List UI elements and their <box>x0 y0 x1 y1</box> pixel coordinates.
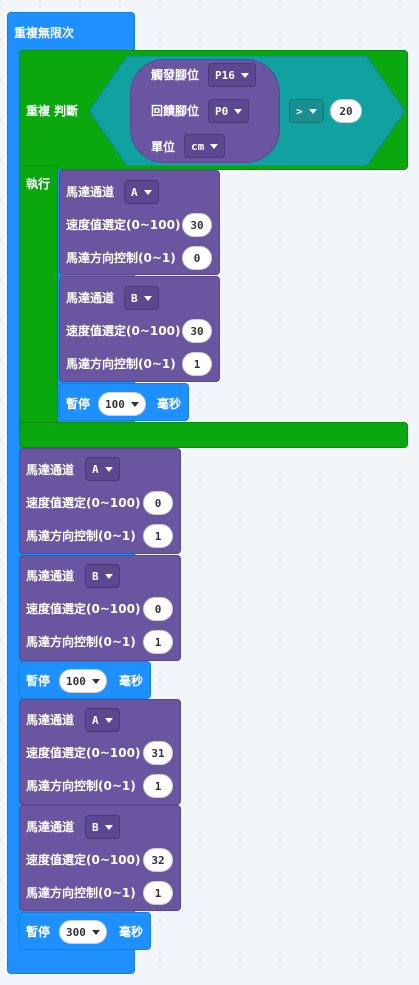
chevron-down-icon <box>91 929 100 935</box>
repeat-while-bottom <box>19 422 408 448</box>
channel-value: B <box>92 569 99 583</box>
repeat-while-label: 重複 判斷 <box>26 104 79 118</box>
forever-label: 重複無限次 <box>14 26 75 40</box>
speed-label: 速度值選定(0~100) <box>66 218 181 232</box>
echo-pin-dropdown[interactable]: P0 <box>208 99 250 123</box>
chevron-down-icon <box>308 108 317 114</box>
direction-label: 馬達方向控制(0~1) <box>26 635 136 649</box>
speed-label: 速度值選定(0~100) <box>26 746 141 760</box>
speed-input[interactable]: 0 <box>143 491 173 515</box>
channel-dropdown[interactable]: A <box>85 708 120 732</box>
motor-channel-label: 馬達通道 <box>66 291 115 305</box>
channel-value: A <box>131 185 138 199</box>
unit-dropdown[interactable]: cm <box>184 134 226 158</box>
chevron-down-icon <box>240 72 249 78</box>
pause-dropdown[interactable]: 300 <box>59 920 107 944</box>
pause-dropdown[interactable]: 100 <box>59 669 107 693</box>
trig-pin-dropdown[interactable]: P16 <box>208 63 256 87</box>
direction-input[interactable]: 1 <box>182 352 212 376</box>
ms-label: 毫秒 <box>119 674 144 688</box>
compare-value-input[interactable]: 20 <box>330 99 362 123</box>
chevron-down-icon <box>104 717 113 723</box>
direction-input[interactable]: 0 <box>182 246 212 270</box>
channel-dropdown[interactable]: A <box>124 180 159 204</box>
repeat-while-arm <box>19 165 58 429</box>
direction-input[interactable]: 1 <box>143 630 173 654</box>
speed-label: 速度值選定(0~100) <box>66 324 181 338</box>
speed-input[interactable]: 30 <box>182 319 212 343</box>
motor-channel-label: 馬達通道 <box>26 569 75 583</box>
trig-pin-label: 觸發腳位 <box>151 68 200 82</box>
channel-value: B <box>92 820 99 834</box>
chevron-down-icon <box>104 824 113 830</box>
pause-label: 暫停 <box>26 925 51 939</box>
chevron-down-icon <box>104 573 113 579</box>
direction-label: 馬達方向控制(0~1) <box>66 251 176 265</box>
motor-channel-label: 馬達通道 <box>26 713 75 727</box>
channel-dropdown[interactable]: B <box>124 286 159 310</box>
unit-value: cm <box>191 139 205 153</box>
channel-dropdown[interactable]: A <box>85 457 120 481</box>
direction-input[interactable]: 1 <box>143 524 173 548</box>
speed-label: 速度值選定(0~100) <box>26 853 141 867</box>
unit-label: 單位 <box>151 140 176 154</box>
trig-pin-value: P16 <box>215 68 235 82</box>
speed-input[interactable]: 30 <box>182 213 212 237</box>
chevron-down-icon <box>130 401 139 407</box>
channel-dropdown[interactable]: B <box>85 564 120 588</box>
motor-channel-label: 馬達通道 <box>66 185 115 199</box>
compare-op-dropdown[interactable]: > <box>289 99 324 123</box>
execute-label: 執行 <box>26 177 51 191</box>
chevron-down-icon <box>104 466 113 472</box>
compare-op-value: > <box>296 104 303 118</box>
speed-label: 速度值選定(0~100) <box>26 496 141 510</box>
channel-value: A <box>92 713 99 727</box>
chevron-down-icon <box>210 143 219 149</box>
pause-dropdown[interactable]: 100 <box>98 392 146 416</box>
channel-value: B <box>131 291 138 305</box>
speed-input[interactable]: 31 <box>143 741 173 765</box>
speed-label: 速度值選定(0~100) <box>26 602 141 616</box>
direction-label: 馬達方向控制(0~1) <box>26 779 136 793</box>
chevron-down-icon <box>91 678 100 684</box>
direction-input[interactable]: 1 <box>143 881 173 905</box>
chevron-down-icon <box>143 295 152 301</box>
direction-label: 馬達方向控制(0~1) <box>26 529 136 543</box>
direction-label: 馬達方向控制(0~1) <box>66 357 176 371</box>
speed-input[interactable]: 32 <box>143 848 173 872</box>
motor-channel-label: 馬達通道 <box>26 820 75 834</box>
pause-value: 300 <box>66 925 86 939</box>
pause-value: 100 <box>66 674 86 688</box>
direction-input[interactable]: 1 <box>143 774 173 798</box>
ms-label: 毫秒 <box>119 925 144 939</box>
channel-dropdown[interactable]: B <box>85 815 120 839</box>
motor-channel-label: 馬達通道 <box>26 463 75 477</box>
pause-value: 100 <box>105 397 125 411</box>
channel-value: A <box>92 462 99 476</box>
echo-pin-value: P0 <box>215 104 229 118</box>
chevron-down-icon <box>234 108 243 114</box>
echo-pin-label: 回饋腳位 <box>151 104 200 118</box>
pause-label: 暫停 <box>26 674 51 688</box>
pause-label: 暫停 <box>66 397 91 411</box>
ms-label: 毫秒 <box>157 397 182 411</box>
chevron-down-icon <box>143 189 152 195</box>
direction-label: 馬達方向控制(0~1) <box>26 886 136 900</box>
speed-input[interactable]: 0 <box>143 597 173 621</box>
